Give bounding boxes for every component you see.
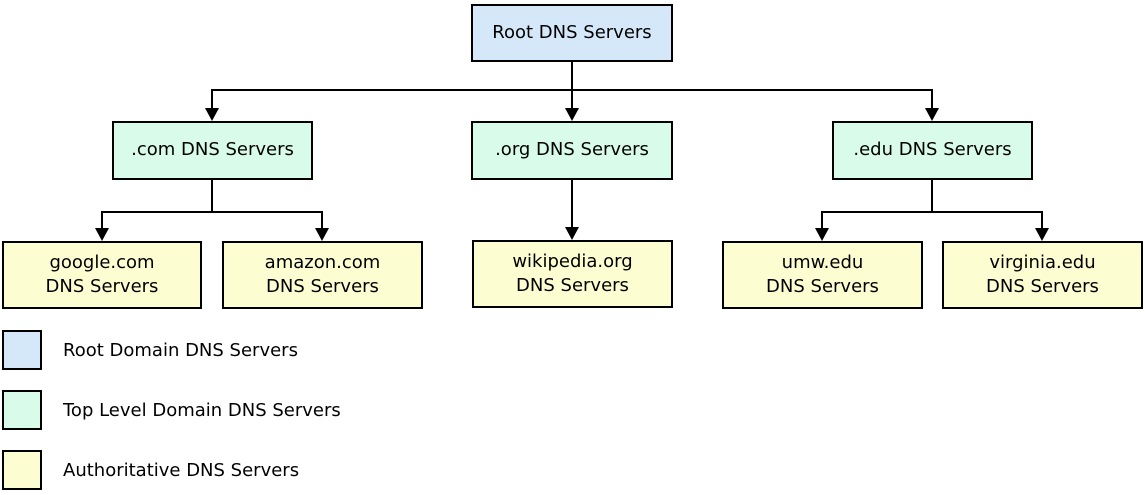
legend-label-authoritative: Authoritative DNS Servers bbox=[63, 450, 299, 490]
node-label: .com DNS Servers bbox=[131, 139, 294, 161]
legend-text: Top Level Domain DNS Servers bbox=[63, 399, 341, 421]
node-sublabel: DNS Servers bbox=[266, 276, 379, 297]
legend-swatch-top-level-domain bbox=[2, 390, 42, 430]
node-sublabel: DNS Servers bbox=[45, 276, 159, 297]
node-domain: google.com bbox=[49, 251, 155, 273]
node-domain: virginia.edu bbox=[989, 251, 1096, 273]
node-umw-dns-servers: umw.edu DNS Servers bbox=[722, 241, 923, 309]
legend-text: Authoritative DNS Servers bbox=[63, 459, 300, 481]
node-edu-dns-servers: .edu DNS Servers bbox=[832, 121, 1033, 180]
node-domain: wikipedia.org bbox=[512, 250, 633, 272]
node-org-dns-servers: .org DNS Servers bbox=[471, 121, 673, 180]
node-sublabel: DNS Servers bbox=[986, 276, 1099, 297]
legend-swatch-root-domain bbox=[2, 330, 42, 370]
node-amazon-dns-servers: amazon.com DNS Servers bbox=[222, 241, 423, 309]
legend-swatch-authoritative bbox=[2, 450, 42, 490]
node-com-dns-servers: .com DNS Servers bbox=[112, 121, 313, 180]
node-sublabel: DNS Servers bbox=[766, 276, 879, 297]
node-label: .org DNS Servers bbox=[495, 139, 649, 161]
node-label: .edu DNS Servers bbox=[853, 139, 1012, 161]
node-google-dns-servers: google.com DNS Servers bbox=[2, 241, 202, 309]
node-domain: amazon.com bbox=[264, 251, 381, 273]
legend-text: Root Domain DNS Servers bbox=[63, 339, 298, 361]
node-domain: umw.edu bbox=[781, 251, 864, 273]
node-virginia-dns-servers: virginia.edu DNS Servers bbox=[942, 241, 1143, 309]
legend-label-root-domain: Root Domain DNS Servers bbox=[63, 330, 298, 370]
node-root-dns-servers: Root DNS Servers bbox=[471, 4, 673, 62]
legend-label-top-level-domain: Top Level Domain DNS Servers bbox=[63, 390, 341, 430]
node-wikipedia-dns-servers: wikipedia.org DNS Servers bbox=[472, 240, 673, 308]
node-sublabel: DNS Servers bbox=[516, 275, 629, 296]
node-label: Root DNS Servers bbox=[492, 21, 652, 43]
